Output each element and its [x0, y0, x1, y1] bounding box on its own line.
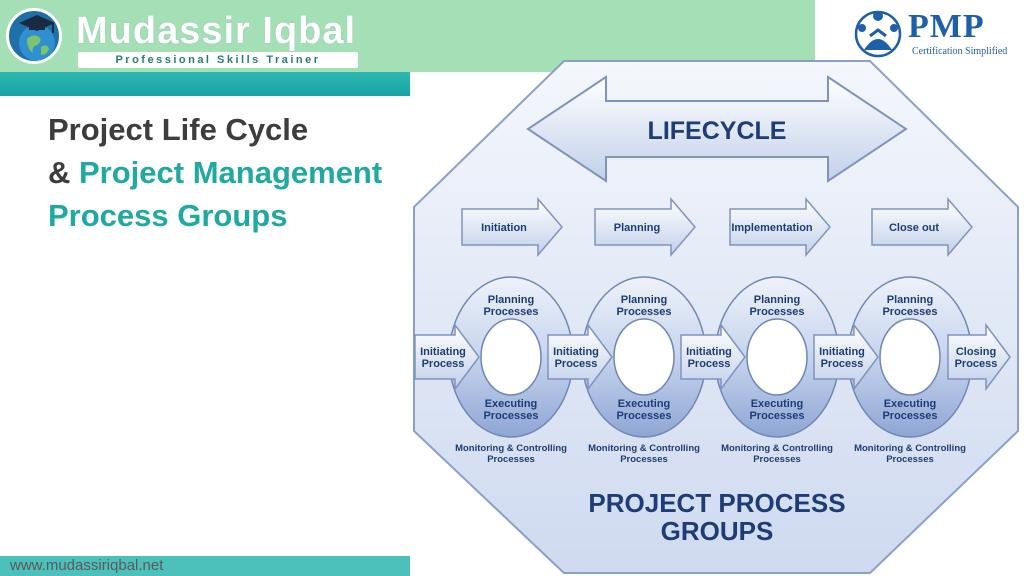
- cycle-bottom-label-line-1: Executing: [751, 398, 804, 410]
- pmp-logo-subtitle: Certification Simplified: [912, 46, 1008, 57]
- cycle-bottom-label-line-1: Executing: [618, 398, 671, 410]
- process-cycle-3: PlanningProcessesExecutingProcessesMonit…: [680, 276, 840, 465]
- monitoring-label-line-1: Monitoring & Controlling: [721, 443, 833, 454]
- cycle-bottom-label-line-2: Processes: [882, 410, 937, 422]
- process-cycle-1: PlanningProcessesExecutingProcessesMonit…: [414, 276, 574, 465]
- footer-label-line-2: GROUPS: [661, 516, 774, 546]
- initiating-label-line-1: Initiating: [686, 346, 732, 358]
- monitoring-label-line-1: Monitoring & Controlling: [455, 443, 567, 454]
- cycle-top-label-line-1: Planning: [887, 294, 933, 306]
- title-line-2-prefix: &: [48, 155, 79, 190]
- lifecycle-arrow: [526, 75, 908, 183]
- footer-label-line-1: PROJECT PROCESS: [588, 488, 845, 518]
- initiating-label-line-2: Process: [555, 358, 598, 370]
- phase-arrow-1: [461, 196, 563, 258]
- cycle-bottom-label-line-2: Processes: [616, 410, 671, 422]
- initiating-label-line-1: Initiating: [420, 346, 466, 358]
- monitoring-label-line-1: Monitoring & Controlling: [854, 443, 966, 454]
- phase-label-3: Implementation: [731, 222, 813, 234]
- monitoring-label-line-2: Processes: [620, 454, 668, 465]
- monitoring-label-line-1: Monitoring & Controlling: [588, 443, 700, 454]
- cycle-top-label-line-2: Processes: [882, 306, 937, 318]
- monitoring-label-line-2: Processes: [753, 454, 801, 465]
- graduation-globe-icon: [6, 8, 62, 64]
- initiating-label-line-2: Process: [688, 358, 731, 370]
- phase-label-4: Close out: [889, 222, 939, 234]
- cycle-top-label-line-2: Processes: [749, 306, 804, 318]
- monitoring-label-line-2: Processes: [487, 454, 535, 465]
- lifecycle-label: LIFECYCLE: [648, 117, 787, 145]
- initiating-label-line-2: Process: [821, 358, 864, 370]
- process-cycle-2: PlanningProcessesExecutingProcessesMonit…: [547, 276, 707, 465]
- cycle-bottom-label-line-2: Processes: [483, 410, 538, 422]
- pmp-logo-text: PMP: [908, 8, 985, 45]
- title-line-2-accent: Project Management: [79, 155, 383, 190]
- pmp-logo-icon: [854, 10, 902, 58]
- header-accent-strip: [0, 72, 410, 96]
- brand-tagline: Professional Skills Trainer: [78, 52, 358, 68]
- initiating-arrow-3: [680, 322, 746, 392]
- title-line-2: & Project Management: [48, 151, 382, 194]
- title-line-3: Process Groups: [48, 198, 288, 233]
- initiating-arrow-2: [547, 322, 613, 392]
- initiating-label-line-1: Initiating: [819, 346, 865, 358]
- monitoring-label-line-2: Processes: [886, 454, 934, 465]
- initiating-arrow-4: [813, 322, 879, 392]
- cycle-top-label-line-1: Planning: [754, 294, 800, 306]
- diagram-octagon: [413, 60, 1019, 574]
- title-line-1: Project Life Cycle: [48, 112, 309, 147]
- phase-label-2: Planning: [614, 222, 660, 234]
- cycle-top-label-line-1: Planning: [621, 294, 667, 306]
- closing-arrow: [947, 322, 1011, 392]
- brand-name: Mudassir Iqbal: [76, 10, 357, 52]
- phase-arrow-2: [594, 196, 696, 258]
- phase-arrow-4: [871, 196, 973, 258]
- cycle-top-label-line-1: Planning: [488, 294, 534, 306]
- cycle-top-label-line-2: Processes: [483, 306, 538, 318]
- initiating-arrow-1: [414, 322, 480, 392]
- initiating-label-line-2: Process: [422, 358, 465, 370]
- footer-bar: [0, 556, 410, 576]
- cycle-bottom-label-line-2: Processes: [749, 410, 804, 422]
- phase-arrow-3: [729, 196, 831, 258]
- process-cycle-4: PlanningProcessesExecutingProcessesMonit…: [813, 276, 973, 465]
- cycle-bottom-label-line-1: Executing: [485, 398, 538, 410]
- website-link[interactable]: www.mudassiriqbal.net: [10, 557, 164, 574]
- slide-title: Project Life Cycle & Project Management …: [48, 108, 382, 237]
- cycle-top-label-line-2: Processes: [616, 306, 671, 318]
- initiating-label-line-1: Initiating: [553, 346, 599, 358]
- closing-label-line-1: Closing: [956, 346, 996, 358]
- closing-label-line-2: Process: [955, 358, 998, 370]
- cycle-bottom-label-line-1: Executing: [884, 398, 937, 410]
- phase-label-1: Initiation: [481, 222, 527, 234]
